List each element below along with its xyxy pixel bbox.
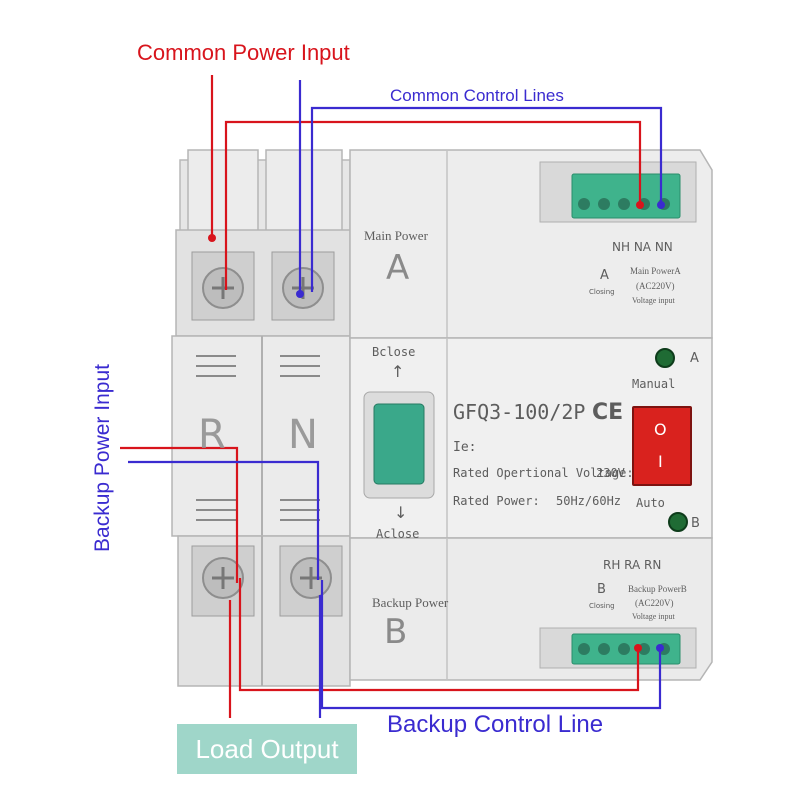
indicator-a-label: A — [690, 351, 699, 366]
switch-off-symbol: I — [658, 452, 663, 471]
bottom-terminal-labels: RH RA RN — [603, 558, 662, 572]
aclose-label: Aclose — [376, 527, 420, 541]
load-output-label: Load Output — [195, 734, 339, 764]
bottom-terminal-desc2: (AC220V) — [635, 598, 674, 608]
auto-label: Auto — [636, 496, 665, 510]
rated-power-value: 50Hz/60Hz — [556, 494, 622, 508]
switch-on-symbol: O — [654, 420, 667, 439]
backup-power-input-label: Backup Power Input — [91, 364, 114, 552]
top-control-terminal-block — [539, 161, 697, 223]
bottom-terminal-desc3: Voltage input — [632, 612, 675, 621]
indicator-led-a — [655, 348, 675, 368]
ce-mark: CE — [592, 400, 624, 425]
main-power-letter: A — [386, 248, 410, 288]
load-output-box: Load Output — [177, 724, 357, 774]
top-terminal-desc1: Main PowerA — [630, 266, 681, 276]
wire-terminal-dots — [208, 201, 665, 652]
mode-rocker-switch[interactable]: O I — [632, 406, 692, 486]
top-terminal-labels: NH NA NN — [612, 240, 673, 254]
indicator-b-label: B — [691, 516, 700, 531]
blue-wires — [128, 80, 663, 718]
backup-control-line-label: Backup Control Line — [387, 711, 604, 738]
top-terminal-closing: Closing — [589, 288, 615, 296]
ie-label: Ie: — [453, 440, 477, 455]
rated-voltage-value: 230V — [596, 466, 625, 480]
red-wires — [120, 75, 642, 718]
indicator-led-b — [668, 512, 688, 532]
down-arrow-icon: ↓ — [394, 503, 408, 522]
common-power-input-label: Common Power Input — [137, 40, 350, 65]
bottom-terminal-desc1: Backup PowerB — [628, 584, 687, 594]
rated-voltage-label: Rated Opertional Voltage: — [453, 466, 634, 480]
device-housing — [171, 149, 713, 687]
pole-n-marking: N — [288, 412, 318, 458]
model-number: GFQ3-100/2P — [453, 400, 586, 424]
main-power-caption: Main Power — [364, 228, 428, 243]
bottom-terminal-letter: B — [597, 582, 606, 597]
bclose-label: Bclose — [372, 345, 416, 359]
backup-power-caption: Backup Power — [372, 595, 449, 610]
top-terminal-desc3: Voltage input — [632, 296, 675, 305]
vent-slots — [196, 355, 320, 521]
top-terminal-desc2: (AC220V) — [636, 281, 675, 291]
bottom-terminal-closing: Closing — [589, 602, 615, 610]
up-arrow-icon: ↑ — [391, 362, 405, 381]
transfer-lever — [363, 391, 435, 499]
manual-label: Manual — [632, 377, 676, 391]
common-control-lines-label: Common Control Lines — [390, 86, 564, 105]
rated-power-label: Rated Power: — [453, 494, 540, 508]
top-terminal-letter: A — [600, 268, 609, 283]
pole-r-marking: R — [198, 412, 226, 458]
backup-power-letter: B — [384, 612, 408, 652]
bottom-control-terminal-block — [539, 627, 697, 669]
top-pole-terminals — [191, 251, 335, 321]
